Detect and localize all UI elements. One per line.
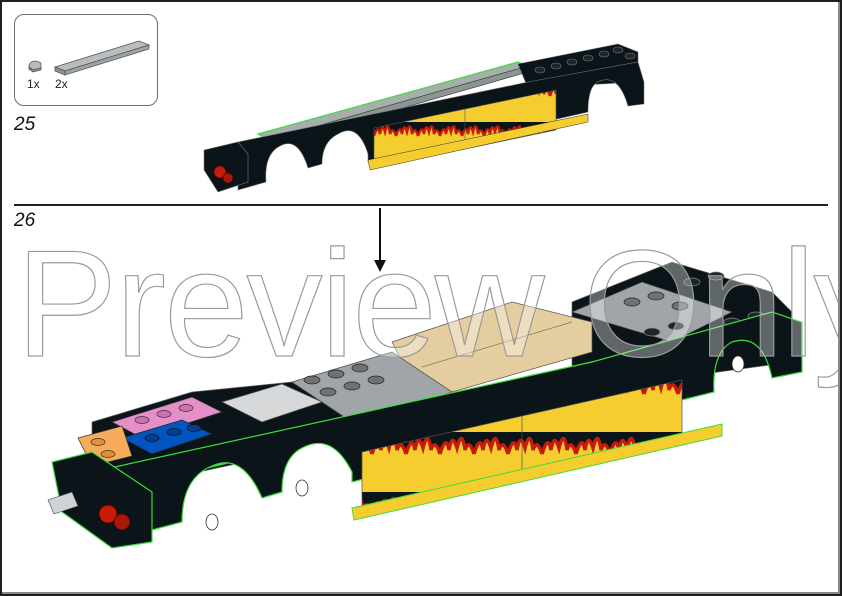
parts-callout: 1x 2x (14, 14, 158, 106)
tile-1x8-icon (53, 40, 151, 76)
step-divider (14, 204, 828, 206)
step-number-26: 26 (14, 210, 36, 231)
tile-round-quarter-icon (28, 60, 42, 73)
step-number-25: 25 (14, 114, 36, 135)
step26-model (47, 261, 803, 549)
part-qty-tile-round: 1x (27, 77, 40, 91)
down-arrow-icon (374, 208, 386, 272)
step25-model (203, 43, 645, 193)
part-qty-tile-1x8: 2x (55, 77, 68, 91)
